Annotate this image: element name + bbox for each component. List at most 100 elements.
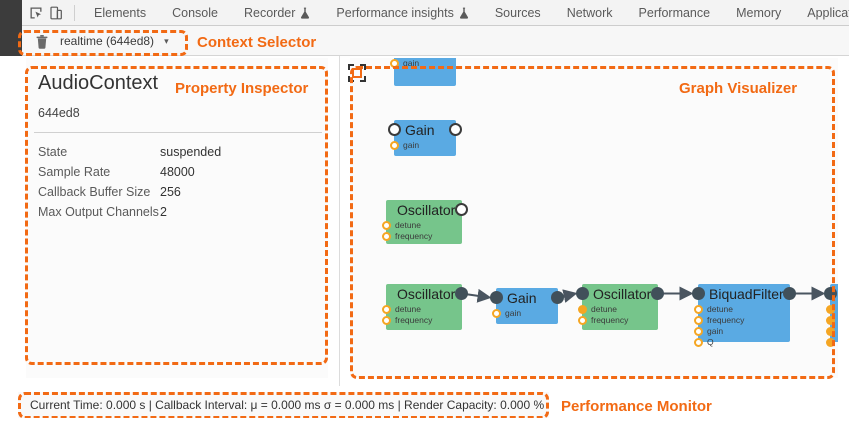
graph-node-biquad-2[interactable]: BdefregaQ bbox=[824, 284, 838, 347]
graph-node-param-port[interactable] bbox=[578, 305, 587, 314]
graph-node-param-port[interactable] bbox=[826, 338, 835, 347]
graph-visualizer-panel[interactable]: GaingainGaingainOscillatordetunefrequenc… bbox=[350, 58, 838, 378]
graph-node-param-port[interactable] bbox=[694, 305, 703, 314]
inspect-element-icon[interactable] bbox=[26, 3, 46, 23]
graph-node-param-port[interactable] bbox=[492, 309, 501, 318]
tab-label: Applicatio bbox=[807, 5, 849, 20]
tab-label: Memory bbox=[736, 5, 782, 20]
graph-node-body bbox=[394, 58, 456, 86]
graph-node-input-port[interactable] bbox=[692, 287, 705, 300]
graph-node-param-port[interactable] bbox=[694, 338, 703, 347]
graph-node-output-port[interactable] bbox=[783, 287, 796, 300]
tab-applicatio[interactable]: Applicatio bbox=[794, 0, 849, 26]
chevron-down-icon[interactable]: ▾ bbox=[164, 35, 169, 46]
tab-label: Console bbox=[172, 5, 218, 20]
graph-node-input-port[interactable] bbox=[490, 291, 503, 304]
tab-label: Sources bbox=[494, 5, 541, 20]
tab-sources[interactable]: Sources bbox=[482, 0, 554, 26]
tab-label: Recorder bbox=[243, 5, 296, 20]
graph-node-param-port[interactable] bbox=[382, 221, 391, 230]
graph-node-output-port[interactable] bbox=[551, 291, 564, 304]
graph-node-title: Gain bbox=[405, 122, 435, 138]
tab-console[interactable]: Console bbox=[159, 0, 231, 26]
graph-node-param-label: frequency bbox=[395, 231, 433, 241]
tab-label: Performance insights bbox=[336, 5, 454, 20]
bottom-filler bbox=[0, 418, 849, 442]
performance-monitor-bar: Current Time: 0.000 s | Callback Interva… bbox=[18, 392, 549, 418]
graph-node-title: Oscillator bbox=[397, 286, 456, 302]
graph-node-param-port[interactable] bbox=[382, 232, 391, 241]
graph-node-param-label: gain bbox=[403, 140, 420, 150]
graph-node-body bbox=[386, 200, 462, 244]
graph-node-param-label: frequency bbox=[591, 315, 629, 325]
graph-node-gain-mid[interactable]: Gain gain bbox=[388, 120, 462, 156]
context-selector-label: realtime (644ed8) bbox=[60, 34, 155, 48]
graph-node-param-label: gain bbox=[403, 58, 420, 68]
annotation-label-graph-visualizer: Graph Visualizer bbox=[679, 80, 798, 97]
graph-node-param-port[interactable] bbox=[694, 327, 703, 336]
tab-network[interactable]: Network bbox=[554, 0, 626, 26]
graph-node-input-port[interactable] bbox=[576, 287, 589, 300]
graph-node-input-port[interactable] bbox=[388, 123, 401, 136]
graph-node-title: Gain bbox=[507, 290, 537, 306]
graph-node-title: Oscillator bbox=[593, 286, 652, 302]
graph-node-param-label: gain bbox=[707, 326, 724, 336]
graph-node-param-label: frequency bbox=[707, 315, 745, 325]
performance-monitor-text: Current Time: 0.000 s | Callback Interva… bbox=[30, 398, 545, 412]
graph-node-param-port[interactable] bbox=[826, 305, 835, 314]
graph-node-param-label: detune bbox=[591, 304, 617, 314]
graph-node-body bbox=[394, 120, 456, 156]
graph-node-body bbox=[496, 288, 558, 324]
toolbar-divider bbox=[74, 4, 75, 21]
graph-node-param-port[interactable] bbox=[826, 327, 835, 336]
graph-node-input-port[interactable] bbox=[824, 287, 837, 300]
graph-node-param-port[interactable] bbox=[382, 305, 391, 314]
graph-node-param-port[interactable] bbox=[694, 316, 703, 325]
graph-corner-marker-icon bbox=[348, 64, 366, 82]
trash-icon[interactable] bbox=[32, 32, 52, 52]
window-left-stripe bbox=[0, 0, 22, 26]
context-id-value: 644ed8 bbox=[38, 106, 80, 120]
graph-node-output-port[interactable] bbox=[449, 123, 462, 136]
tab-elements[interactable]: Elements bbox=[81, 0, 159, 26]
graph-node-param-label: Q bbox=[707, 337, 714, 347]
context-selector-dropdown[interactable]: realtime (644ed8) ▾ bbox=[26, 30, 175, 52]
tab-performance[interactable]: Performance bbox=[626, 0, 724, 26]
annotation-label-property-inspector: Property Inspector bbox=[175, 80, 309, 97]
graph-node-body bbox=[582, 284, 658, 330]
inspector-property-value: 2 bbox=[160, 205, 167, 219]
tab-label: Performance bbox=[638, 5, 711, 20]
graph-node-param-port[interactable] bbox=[390, 141, 399, 150]
graph-node-body bbox=[698, 284, 790, 342]
graph-node-param-port[interactable] bbox=[578, 316, 587, 325]
tab-recorder[interactable]: Recorder bbox=[231, 0, 323, 26]
graph-node-param-port[interactable] bbox=[390, 59, 399, 68]
graph-node-param-port[interactable] bbox=[826, 316, 835, 325]
inspector-property-value: suspended bbox=[160, 145, 222, 159]
tab-memory[interactable]: Memory bbox=[723, 0, 794, 26]
tab-label: Elements bbox=[94, 5, 147, 20]
inspector-property-key: Sample Rate bbox=[38, 165, 111, 179]
device-toolbar-icon[interactable] bbox=[46, 3, 66, 23]
graph-node-output-port[interactable] bbox=[651, 287, 664, 300]
inspector-divider bbox=[34, 132, 322, 133]
tab-performance-insights[interactable]: Performance insights bbox=[323, 0, 481, 26]
inspector-property-key: Max Output Channels bbox=[38, 205, 159, 219]
panel-vertical-divider bbox=[339, 56, 340, 386]
graph-node-output-port[interactable] bbox=[455, 203, 468, 216]
graph-node-output-port[interactable] bbox=[455, 287, 468, 300]
graph-node-param-label: detune bbox=[707, 304, 733, 314]
graph-node-param-port[interactable] bbox=[382, 316, 391, 325]
